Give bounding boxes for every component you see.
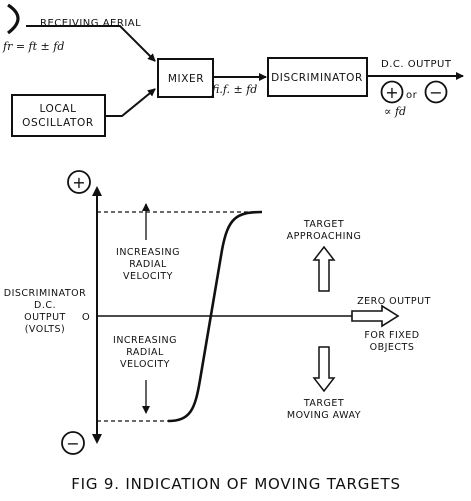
moving-away-label-line2: MOVING AWAY [287,410,361,421]
local-oscillator-box [11,94,106,137]
moving-away-label-line1: TARGET [303,398,344,409]
graph-plus-circle [67,170,91,194]
output-graph: + − O INCREASING RADIAL VELOCITY INCREAS… [4,170,431,455]
local-oscillator-label-line2: OSCILLATOR [22,117,94,129]
proportional-label: ∝ fd [384,105,406,118]
graph-minus-symbol: − [66,434,79,453]
aerial-dish-icon [7,3,20,35]
if-frequency-formula: fi.f. ± fd [211,83,257,96]
y-axis-bottom-arrow [92,434,102,444]
upper-velocity-label-line2: RADIAL [129,259,167,270]
receiving-aerial-label: RECEIVING AERIAL [40,18,141,29]
y-axis-label-line3: OUTPUT [24,312,66,323]
y-axis-label-line4: (VOLTS) [25,324,66,335]
approaching-hollow-arrow [312,245,336,292]
output-plus-circle [380,80,404,104]
lower-velocity-label-line2: RADIAL [126,347,164,358]
output-plus-symbol: + [385,83,398,102]
lower-velocity-label-line1: INCREASING [113,335,177,346]
lower-velocity-label-line3: VELOCITY [120,359,170,370]
y-axis-top-arrow [92,186,102,196]
output-minus-symbol: − [429,83,442,102]
approaching-label-line2: APPROACHING [287,231,362,242]
y-axis-label-line2: D.C. [34,300,56,311]
output-or-label: or [406,90,418,101]
zero-output-label-line1: ZERO OUTPUT [357,296,431,307]
figure-caption: FIG 9. INDICATION OF MOVING TARGETS [71,475,401,493]
aerial-to-mixer-line [26,25,156,62]
mixer-label: MIXER [168,73,204,85]
approaching-label-line1: TARGET [303,219,344,230]
upper-velocity-label-line3: VELOCITY [123,271,173,282]
output-minus-circle [424,80,448,104]
dc-output-label: D.C. OUTPUT [381,59,452,70]
zero-output-label-line3: OBJECTS [370,342,415,353]
y-axis-label-line1: DISCRIMINATOR [4,288,86,299]
graph-plus-symbol: + [72,173,85,192]
graph-minus-circle [61,431,85,455]
zero-output-arrow [351,304,400,328]
oscillator-to-mixer-line [105,88,156,117]
moving-away-hollow-arrow [312,346,336,393]
block-diagram: RECEIVING AERIAL fr = ft ± fd MIXER LOCA… [2,3,464,137]
discriminator-s-curve [167,210,263,423]
upper-velocity-label-line1: INCREASING [116,247,180,258]
zero-output-label-line2: FOR FIXED [364,330,419,341]
zero-label: O [82,312,90,323]
received-frequency-formula: fr = ft ± fd [2,40,64,53]
local-oscillator-label-line1: LOCAL [39,103,76,115]
discriminator-label: DISCRIMINATOR [271,72,363,84]
